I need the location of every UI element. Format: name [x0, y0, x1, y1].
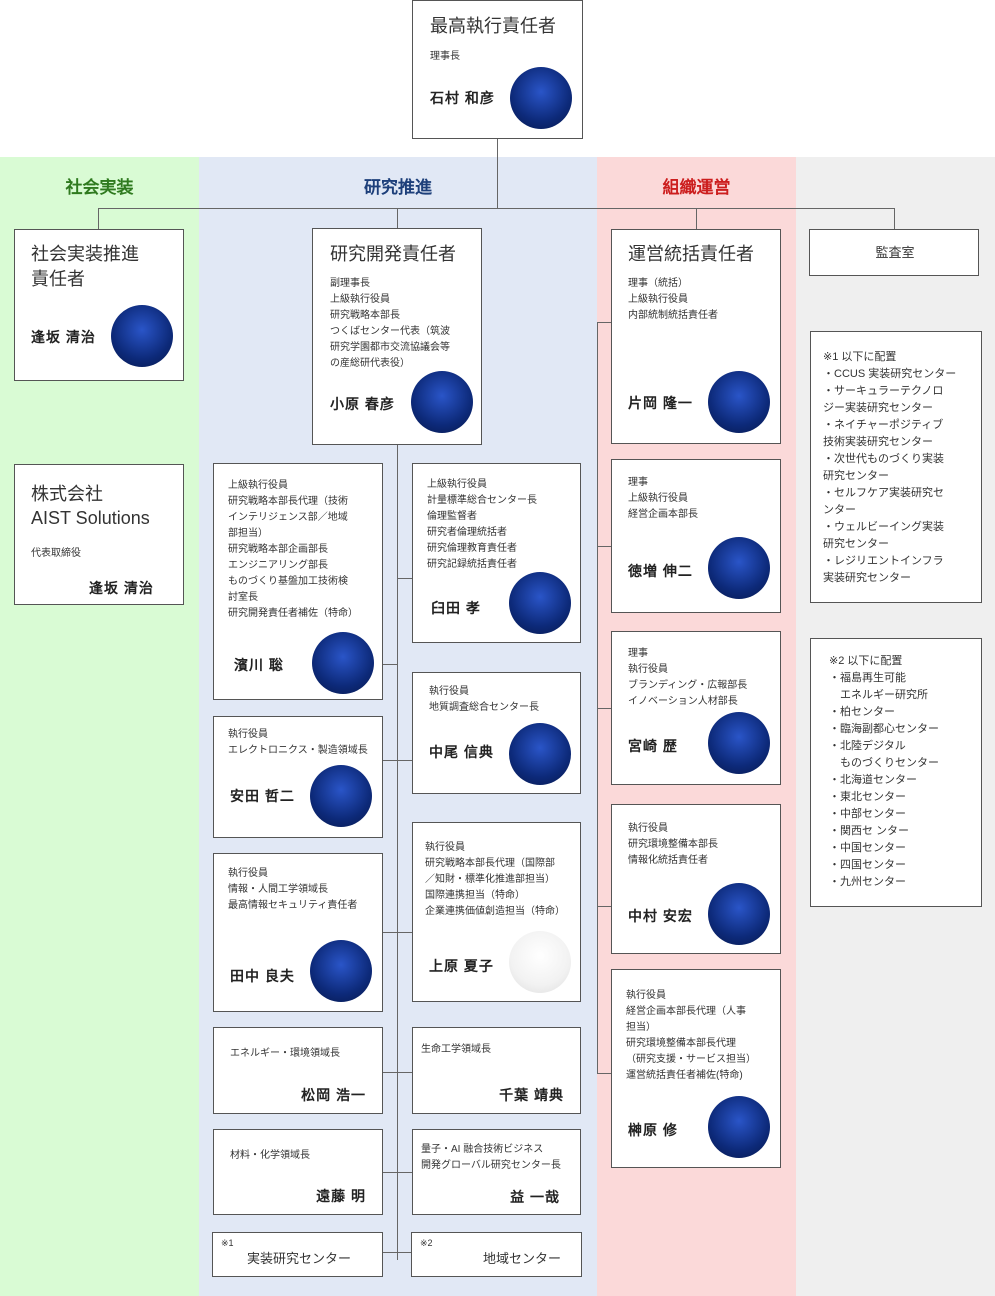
person-name: 濱川 聡	[234, 657, 284, 673]
company-name: 逢坂 清治	[89, 580, 154, 596]
research-right-box-3: 執行役員 研究戦略本部長代理（国際部 ／知財・標準化推進部担当） 国際連携担当（…	[412, 822, 581, 1002]
connector-branch	[597, 708, 612, 709]
person-name: 千葉 靖典	[499, 1087, 564, 1103]
person-name: 榊原 修	[628, 1122, 678, 1138]
portrait-photo	[411, 371, 473, 433]
person-name: 宮崎 歴	[628, 738, 678, 754]
research-right-box-1: 上級執行役員 計量標準総合センター長 倫理監督者 研究者倫理統括者 研究倫理教育…	[412, 463, 581, 643]
audit-box: 監査室	[809, 229, 979, 276]
connector-branch	[597, 546, 612, 547]
research-bottom-left-box: ※1 実装研究センター	[212, 1232, 383, 1277]
connector-org-drop	[696, 208, 697, 229]
connector-branch	[397, 1172, 412, 1173]
research-left-box-1: 上級執行役員 研究戦略本部長代理（技術 インテリジェンス部／地域 部担当） 研究…	[213, 463, 383, 700]
research-left-box-4: エネルギー・環境領域長 松岡 浩一	[213, 1027, 383, 1114]
person-name: 益 一哉	[510, 1189, 560, 1205]
person-name: 遠藤 明	[316, 1188, 366, 1204]
connector-branch	[397, 578, 412, 579]
portrait-photo	[708, 371, 770, 433]
portrait-photo	[509, 723, 571, 785]
ceo-name: 石村 和彦	[430, 90, 495, 106]
company-roles: 代表取締役	[31, 548, 81, 559]
portrait-photo	[509, 572, 571, 634]
company-title: 株式会社 AIST Solutions	[31, 484, 150, 528]
connector-branch	[382, 1172, 397, 1173]
person-name: 片岡 隆一	[628, 395, 693, 411]
portrait-photo	[510, 67, 572, 129]
portrait-photo	[708, 537, 770, 599]
company-box: 株式会社 AIST Solutions 代表取締役 逢坂 清治	[14, 464, 184, 605]
research-head-title: 研究開発責任者	[330, 244, 456, 264]
person-name: 徳増 伸二	[628, 563, 693, 579]
org-head-title: 運営統括責任者	[628, 244, 754, 264]
social-head-title: 社会実装推進 責任者	[31, 244, 139, 289]
research-left-box-2: 執行役員 エレクトロニクス・製造領域長 安田 哲二	[213, 716, 383, 838]
connector-branch	[397, 932, 412, 933]
connector-branch	[382, 664, 397, 665]
connector-research-trunk	[397, 445, 398, 1260]
org-box-1: 理事 上級執行役員 経営企画本部長 徳増 伸二	[611, 459, 781, 613]
research-bottom-right-box: ※2 地域センター	[411, 1232, 582, 1277]
portrait-photo	[708, 883, 770, 945]
connector-branch	[597, 906, 612, 907]
research-left-box-3: 執行役員 情報・人間工学領域長 最高情報セキュリティ責任者 田中 良夫	[213, 853, 383, 1012]
connector-audit-drop	[894, 208, 895, 229]
person-name: 松岡 浩一	[301, 1087, 366, 1103]
person-name: 中村 安宏	[628, 908, 693, 924]
research-head-roles: 副理事長 上級執行役員 研究戦略本部長 つくばセンター代表（筑波 研究学園都市交…	[330, 278, 450, 369]
org-box-2: 理事 執行役員 ブランディング・広報部長 イノベーション人材部長 宮崎 歴	[611, 631, 781, 785]
unit-label: 実装研究センター	[247, 1251, 352, 1266]
connector-branch	[382, 760, 397, 761]
person-name: 臼田 孝	[431, 600, 481, 616]
org-box-4: 執行役員 経営企画本部長代理（人事 担当） 研究環境整備本部長代理 （研究支援・…	[611, 969, 781, 1168]
org-head-box: 運営統括責任者 理事（統括） 上級執行役員 内部統制統括責任者 片岡 隆一	[611, 229, 781, 444]
connector-branch	[382, 932, 397, 933]
connector-branch	[597, 322, 612, 323]
connector-branch	[397, 760, 412, 761]
ceo-roles: 理事長	[430, 51, 460, 62]
research-right-box-2: 執行役員 地質調査総合センター長 中尾 信典	[412, 672, 581, 794]
research-right-box-5: 量子・AI 融合技術ビジネス 開発グローバル研究センター長 益 一哉	[412, 1129, 581, 1215]
person-name: 上原 夏子	[429, 958, 494, 974]
person-name: 安田 哲二	[230, 788, 295, 804]
connector-branch	[597, 1073, 612, 1074]
portrait-photo	[708, 712, 770, 774]
connector-branch	[397, 1072, 412, 1073]
connector-branch	[382, 1252, 397, 1253]
person-name: 田中 良夫	[230, 968, 295, 984]
unit-label: 地域センター	[483, 1251, 562, 1266]
note-box-2: ※2 以下に配置 ・福島再生可能 エネルギー研究所 ・柏センター ・臨海副都心セ…	[810, 638, 982, 907]
connector-branch	[397, 1252, 412, 1253]
connector-org-trunk	[597, 322, 598, 1074]
research-right-box-4: 生命工学領域長 千葉 靖典	[412, 1027, 581, 1114]
note-box-1: ※1 以下に配置 ・CCUS 実装研究センター ・サーキュラーテクノロ ジー実装…	[810, 331, 982, 603]
research-head-name: 小原 春彦	[330, 396, 395, 412]
connector-research-drop	[397, 208, 398, 229]
research-head-box: 研究開発責任者 副理事長 上級執行役員 研究戦略本部長 つくばセンター代表（筑波…	[312, 228, 482, 445]
section-header-social: 社会実装	[65, 178, 134, 197]
org-box-3: 執行役員 研究環境整備本部長 情報化統括責任者 中村 安宏	[611, 804, 781, 954]
note-mark: ※2	[420, 1238, 433, 1248]
connector-top-horizontal	[98, 208, 895, 209]
connector-ceo-down	[497, 139, 498, 209]
portrait-photo	[312, 632, 374, 694]
portrait-photo	[310, 940, 372, 1002]
portrait-photo	[111, 305, 173, 367]
portrait-photo	[708, 1096, 770, 1158]
social-head-name: 逢坂 清治	[31, 329, 96, 345]
connector-social-drop	[98, 208, 99, 229]
ceo-box: 最高執行責任者 理事長 石村 和彦	[412, 0, 583, 139]
section-header-research: 研究推進	[364, 178, 432, 197]
connector-branch	[382, 1072, 397, 1073]
person-name: 中尾 信典	[429, 744, 494, 760]
section-header-org: 組織運営	[662, 178, 731, 197]
research-left-box-5: 材料・化学領域長 遠藤 明	[213, 1129, 383, 1215]
social-head-box: 社会実装推進 責任者 逢坂 清治	[14, 229, 184, 381]
note-mark: ※1	[221, 1238, 234, 1248]
portrait-photo	[310, 765, 372, 827]
ceo-title: 最高執行責任者	[430, 16, 556, 36]
audit-label: 監査室	[875, 245, 915, 260]
portrait-photo	[509, 931, 571, 993]
